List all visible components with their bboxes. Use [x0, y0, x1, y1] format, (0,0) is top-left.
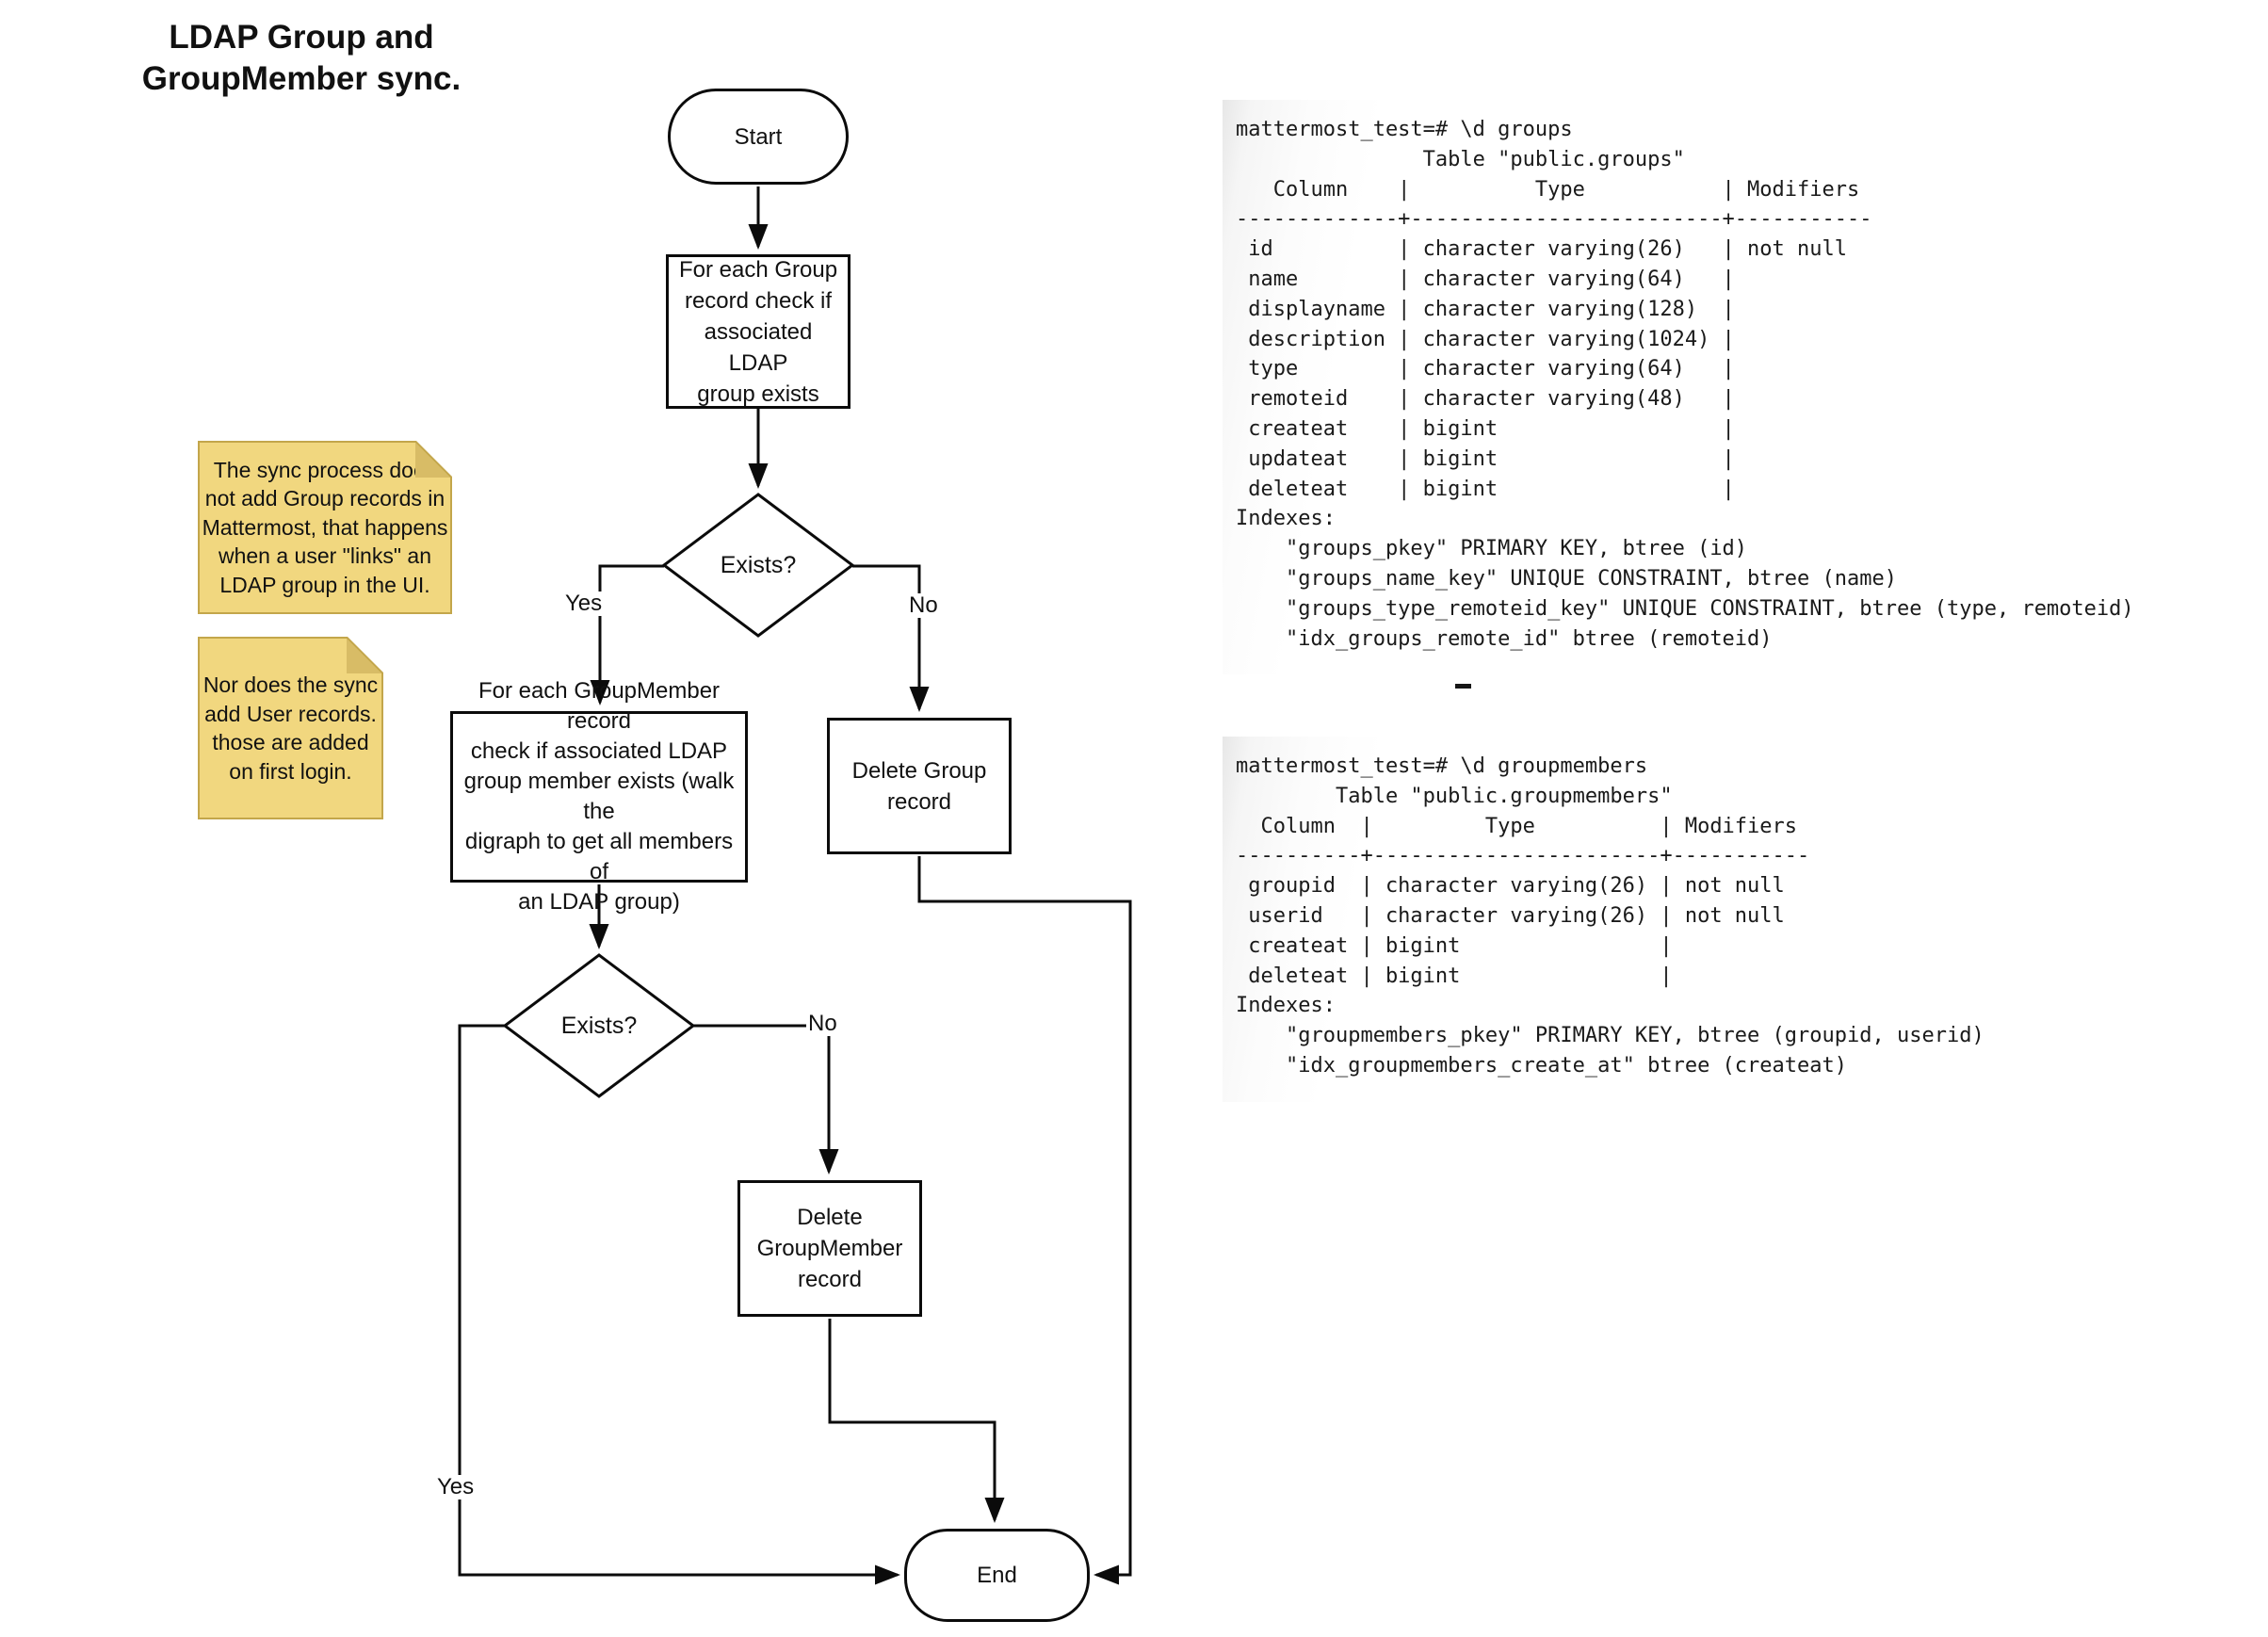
decision-group-exists-label: Exists? [720, 551, 797, 578]
edge-label-yes-2: Yes [435, 1474, 477, 1499]
decision-groupmember-exists-label: Exists? [560, 1012, 638, 1039]
edge-label-no-1: No [907, 592, 940, 618]
edge-exists2-no-to-deletemember [693, 1024, 839, 1175]
edge-deletemember-to-end [828, 1319, 1005, 1523]
process-delete-group: Delete Group record [827, 718, 1012, 854]
edge-deletegroup-to-end [917, 856, 1132, 1585]
decision-groupmember-exists-shape [502, 953, 696, 1098]
decision-group-exists-shape [661, 493, 855, 638]
edge-exists1-no-to-deletegroup [852, 564, 930, 712]
sticky-note-text: Nor does the sync add User records. thos… [200, 639, 381, 818]
sticky-note-text: The sync process does not add Group reco… [200, 443, 450, 612]
folded-corner-icon [347, 639, 381, 673]
page-title: LDAP Group and GroupMember sync. [141, 19, 462, 97]
sticky-note-user-records: Nor does the sync add User records. thos… [198, 637, 383, 819]
edge-label-no-2: No [806, 1011, 839, 1036]
edge-exists2-yes-to-end [458, 1024, 900, 1585]
process-group-check: For each Group record check if associate… [666, 254, 850, 409]
start-node: Start [668, 89, 849, 185]
process-groupmember-check: For each GroupMember record check if ass… [450, 678, 748, 915]
sticky-note-group-records: The sync process does not add Group reco… [198, 441, 452, 614]
psql-output-groupmembers: mattermost_test=# \d groupmembers Table … [1223, 737, 2009, 1102]
folded-corner-icon [415, 443, 450, 478]
process-delete-groupmember: Delete GroupMember record [737, 1180, 922, 1317]
psql-output-groups: mattermost_test=# \d groups Table "publi… [1223, 100, 2159, 675]
edge-exists1-yes-to-membercheck [590, 564, 664, 705]
edge-label-yes-1: Yes [563, 591, 605, 616]
end-node: End [904, 1529, 1090, 1622]
terminal-cursor [1455, 684, 1471, 689]
